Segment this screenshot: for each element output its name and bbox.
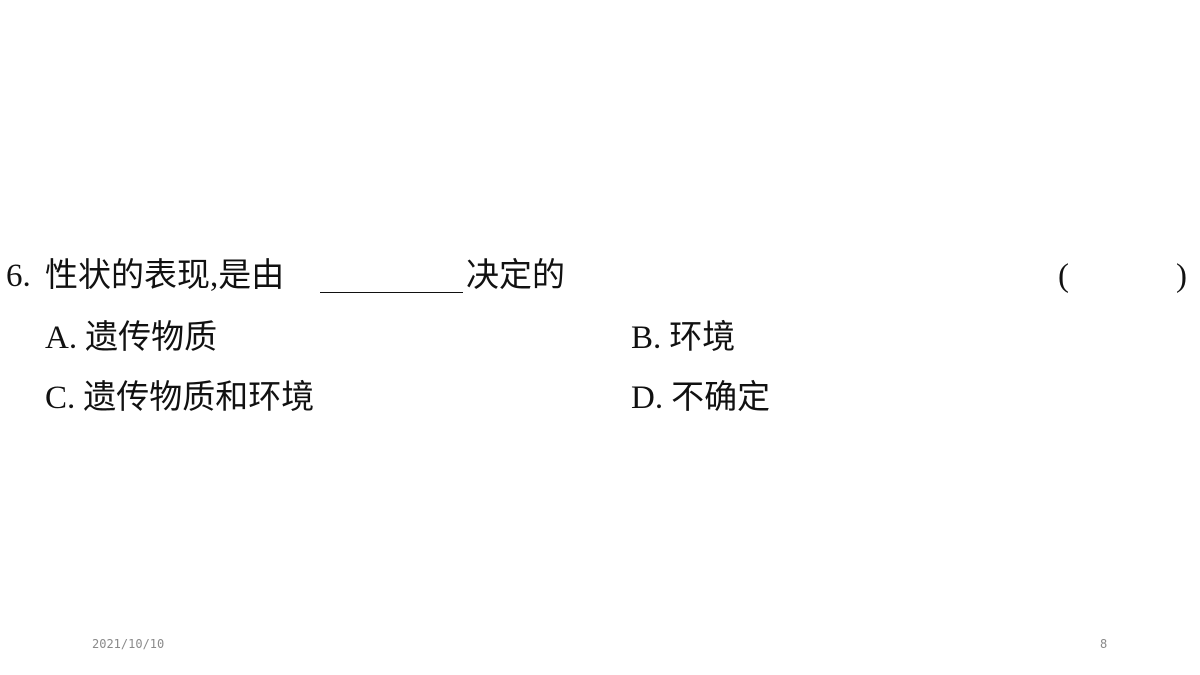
option-letter: C. (45, 380, 76, 416)
option-letter: B. (631, 320, 662, 356)
footer-date: 2021/10/10 (92, 637, 165, 651)
question-stem-end: 决定的 (466, 258, 565, 294)
option-letter: D. (631, 380, 664, 416)
option-a: A.遗传物质 (45, 318, 217, 358)
answer-paren-open: ( (1058, 258, 1069, 294)
option-letter: A. (45, 320, 78, 356)
footer-page-number: 8 (1100, 637, 1108, 651)
answer-blank-line (320, 292, 463, 293)
option-c: C.遗传物质和环境 (45, 378, 314, 418)
option-text: 环境 (669, 320, 736, 356)
question-number: 6. (6, 258, 31, 294)
option-text: 遗传物质 (85, 320, 218, 356)
option-d: D.不确定 (631, 378, 770, 418)
answer-paren-close: ) (1176, 258, 1187, 294)
option-text: 不确定 (671, 380, 771, 416)
question-stem-start: 性状的表现,是由 (45, 258, 285, 294)
option-text: 遗传物质和环境 (83, 380, 315, 416)
option-b: B.环境 (631, 318, 735, 358)
